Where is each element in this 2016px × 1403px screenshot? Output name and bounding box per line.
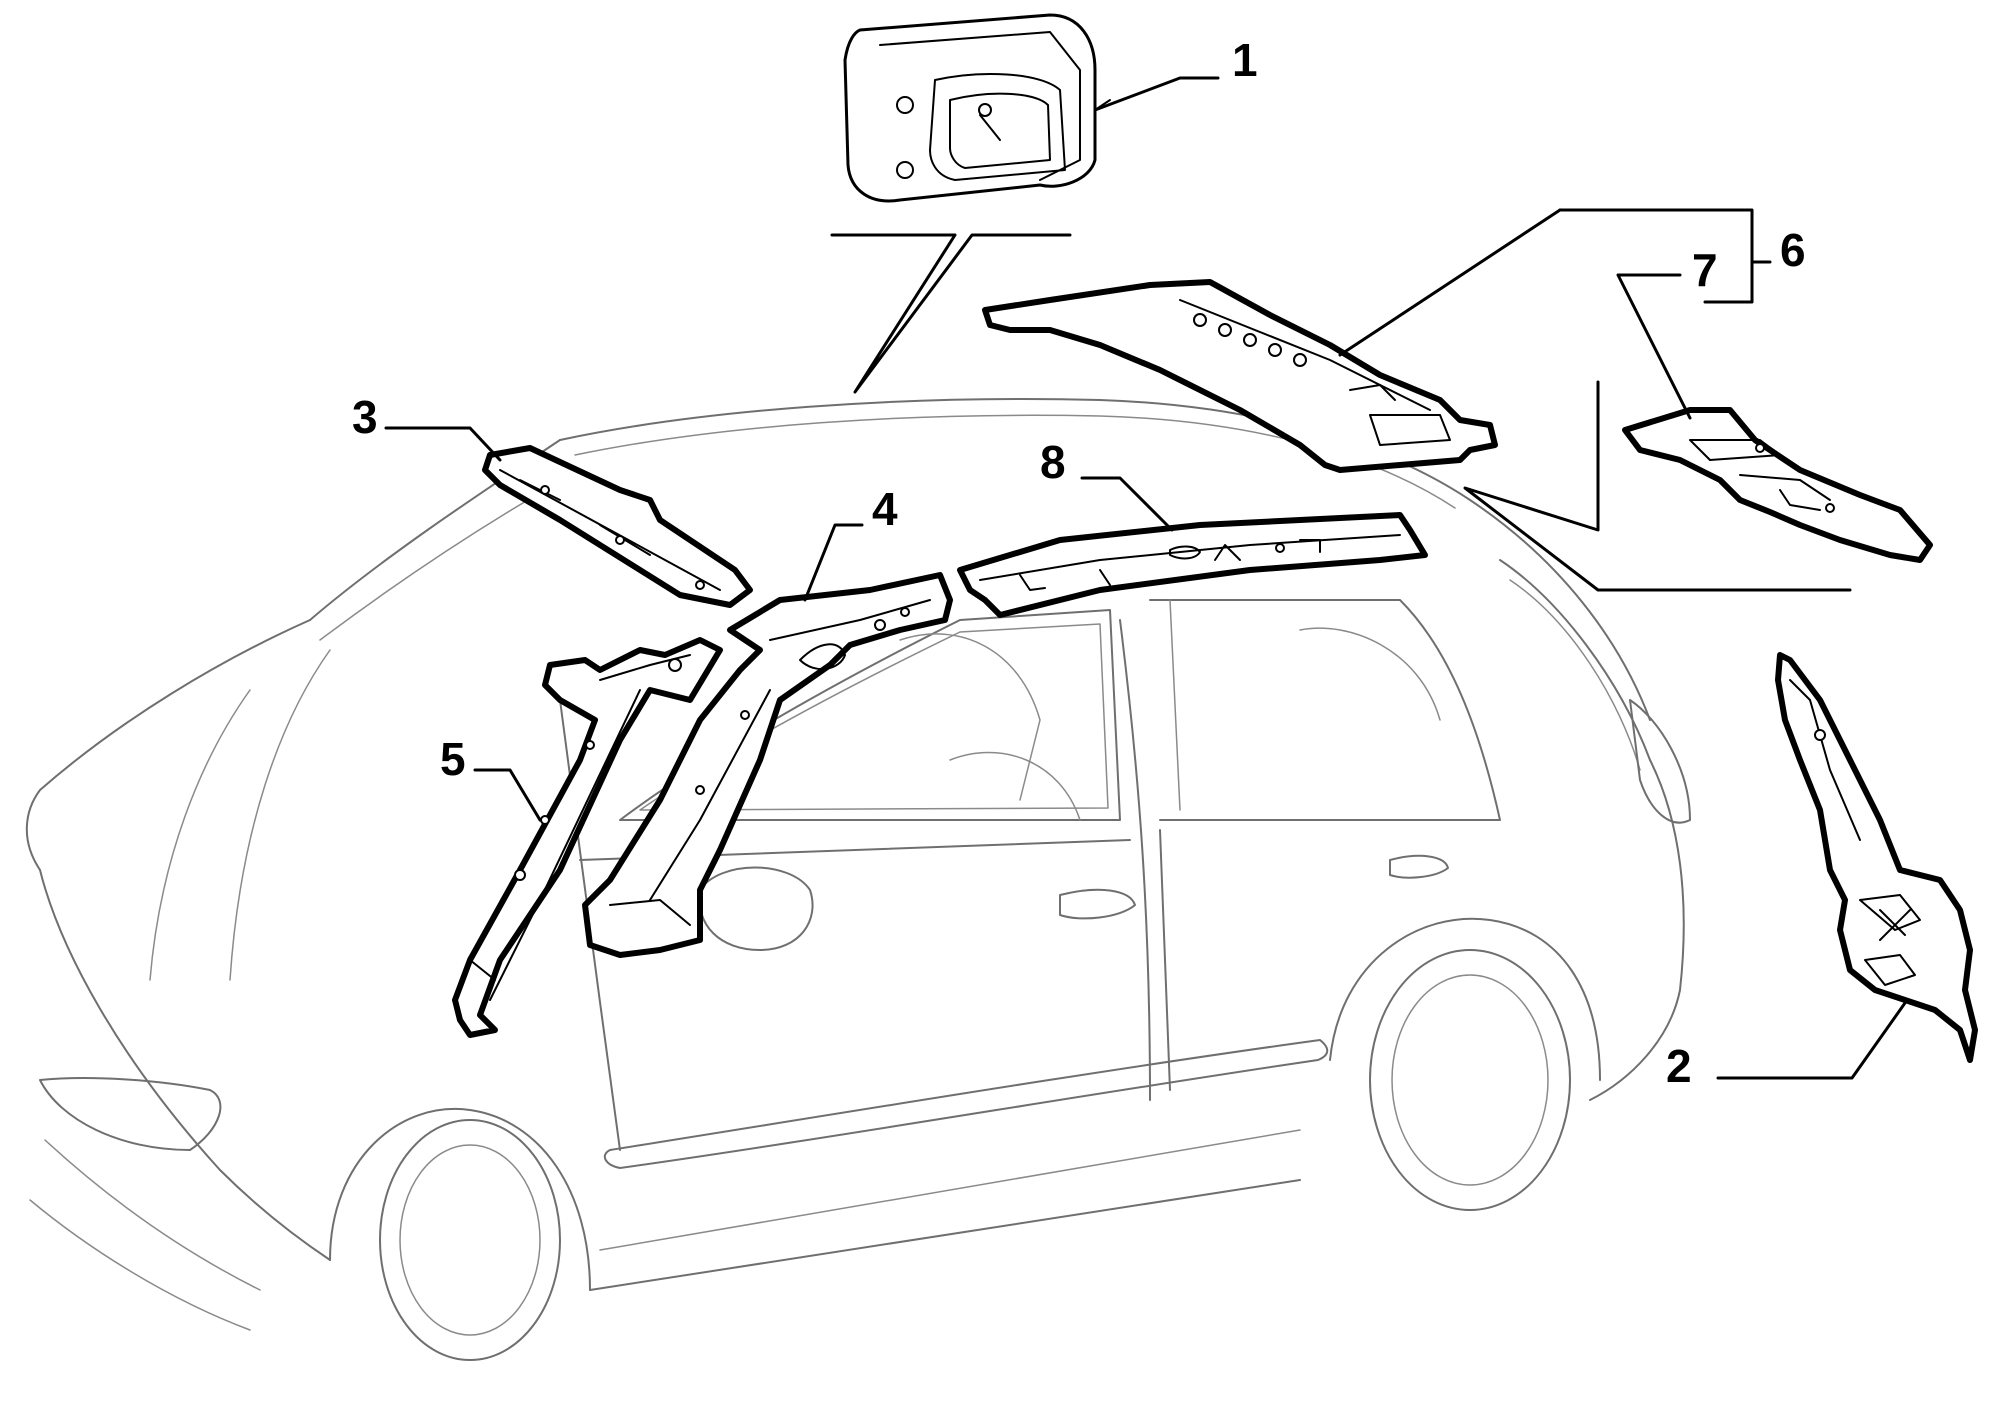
pointer-6 xyxy=(1463,380,1852,592)
part-8-side-roof-rail xyxy=(957,512,1428,618)
leader-8 xyxy=(1080,476,1174,532)
leader-5 xyxy=(473,768,542,822)
callout-label-4: 4 xyxy=(872,483,898,535)
leader-6-to-part xyxy=(1338,208,1562,357)
callout-labels: 1 2 3 4 5 6 7 8 xyxy=(352,34,1806,1092)
callout-label-5: 5 xyxy=(440,733,466,785)
part-1-fuel-filler-housing xyxy=(843,13,1111,203)
leader-lines xyxy=(384,76,1907,1080)
bracket-6 xyxy=(1558,208,1754,304)
leader-4 xyxy=(803,523,864,602)
part-5-a-pillar-inner xyxy=(452,637,723,1038)
callout-label-2: 2 xyxy=(1666,1040,1692,1092)
leader-3 xyxy=(384,426,502,462)
car-body-outline xyxy=(25,398,1691,1361)
part-7-rear-roof-corner xyxy=(1622,407,1933,563)
part-6-rear-roof-cross-member xyxy=(982,279,1498,473)
callout-label-1: 1 xyxy=(1232,34,1258,86)
callout-label-6: 6 xyxy=(1780,224,1806,276)
part-2-rear-pillar-inner xyxy=(1775,652,1978,1063)
leader-7 xyxy=(1616,273,1692,420)
leader-1 xyxy=(1093,76,1220,112)
callout-label-3: 3 xyxy=(352,391,378,443)
part-4-a-pillar-outer xyxy=(582,572,953,958)
leader-2 xyxy=(1716,1001,1907,1080)
part-3-front-roof-rail xyxy=(482,445,753,608)
pointer-1 xyxy=(830,233,1072,394)
callout-label-8: 8 xyxy=(1040,436,1066,488)
callout-label-7: 7 xyxy=(1692,244,1718,296)
